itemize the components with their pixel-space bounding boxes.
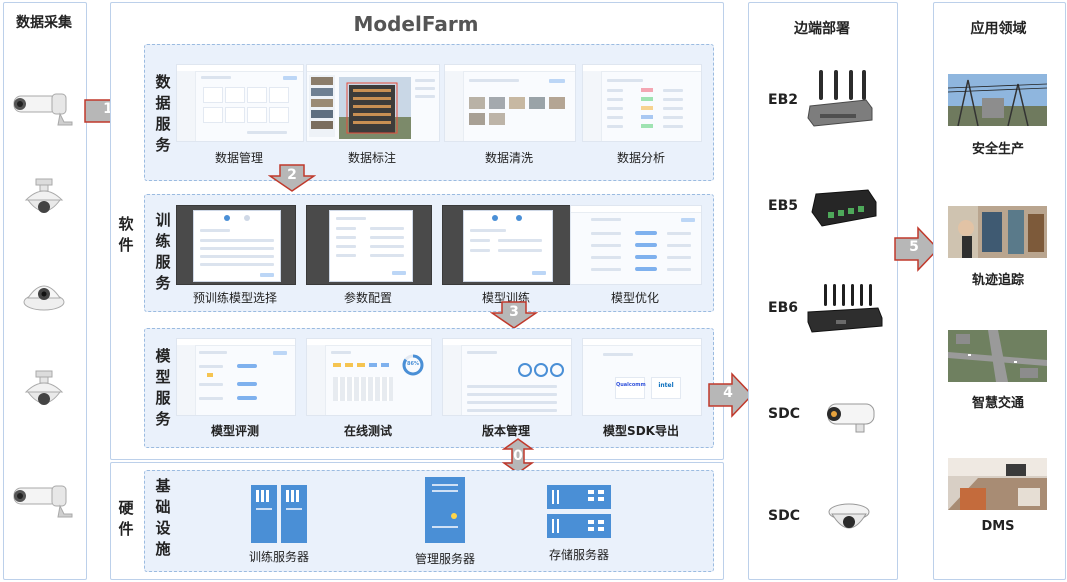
online-test-percent: 86% bbox=[407, 361, 419, 367]
software-label: 软件 bbox=[118, 215, 134, 254]
train-service-item-label: 参数配置 bbox=[343, 291, 392, 305]
application-title: 应用领域 bbox=[970, 21, 1027, 37]
data-collection-title: 数据采集 bbox=[16, 15, 72, 31]
pretrained-model-select-thumbnail[interactable] bbox=[176, 205, 296, 285]
infrastructure-label: 基 础 设 施 bbox=[155, 477, 171, 558]
model-service-label: 模 型 服 务 bbox=[155, 347, 171, 428]
qualcomm-logo: Qualcomm bbox=[616, 382, 646, 388]
edge-device-label: EB6 bbox=[768, 300, 798, 316]
model-service-item-label: 模型SDK导出 bbox=[603, 424, 679, 438]
eb6-device-icon bbox=[807, 284, 883, 333]
data-cleaning-thumbnail[interactable] bbox=[444, 64, 576, 142]
storage-server-icon bbox=[547, 485, 611, 538]
model-service-item-label: 模型评测 bbox=[210, 424, 259, 438]
edge-device-label: SDC bbox=[768, 508, 800, 524]
arrow-number: 3 bbox=[509, 304, 519, 320]
application-label: 智慧交通 bbox=[971, 396, 1024, 411]
model-service-item-label: 版本管理 bbox=[481, 424, 530, 438]
sdc-bullet-camera-icon bbox=[827, 403, 875, 433]
data-management-thumbnail[interactable] bbox=[176, 64, 304, 142]
data-service-label: 数 据 服 务 bbox=[155, 73, 171, 154]
model-service-item-label: 在线测试 bbox=[343, 424, 392, 438]
data-annotation-thumbnail[interactable] bbox=[306, 64, 440, 142]
bullet-camera-icon bbox=[13, 93, 73, 126]
flow-arrow-4: 4 bbox=[708, 372, 754, 418]
arrow-number: 2 bbox=[287, 167, 297, 183]
train-service-item-label: 预训练模型选择 bbox=[192, 291, 277, 305]
version-management-thumbnail[interactable] bbox=[442, 338, 572, 416]
trajectory-tracking-image bbox=[948, 206, 1047, 258]
flow-arrow-3: 3 bbox=[490, 301, 538, 329]
eb2-device-icon bbox=[807, 70, 873, 127]
online-test-thumbnail[interactable]: 86% bbox=[306, 338, 432, 416]
sdc-dome-camera-icon bbox=[828, 503, 870, 529]
hardware-label: 硬件 bbox=[118, 499, 134, 538]
data-service-item-label: 数据管理 bbox=[214, 151, 263, 165]
data-service-item-label: 数据分析 bbox=[616, 151, 665, 165]
dome-camera-icon bbox=[24, 178, 64, 213]
management-server-label: 管理服务器 bbox=[414, 552, 475, 566]
data-service-item-label: 数据标注 bbox=[347, 151, 396, 165]
train-service-item-label: 模型优化 bbox=[610, 291, 659, 305]
edge-device-label: EB2 bbox=[768, 92, 798, 108]
arrow-number: 5 bbox=[909, 239, 919, 255]
intel-logo: intel bbox=[658, 382, 674, 389]
edge-device-label: SDC bbox=[768, 406, 800, 422]
management-server-icon bbox=[425, 477, 465, 543]
storage-server-label: 存储服务器 bbox=[548, 548, 609, 562]
flow-arrow-2: 2 bbox=[268, 164, 316, 192]
edge-deploy-panel bbox=[748, 2, 898, 580]
edge-deploy-title: 边端部署 bbox=[794, 21, 850, 37]
training-server-label: 训练服务器 bbox=[248, 550, 309, 564]
flow-arrow-0: 0 bbox=[502, 438, 534, 474]
smart-traffic-image bbox=[948, 330, 1047, 382]
application-label: DMS bbox=[981, 519, 1015, 534]
eb5-device-icon bbox=[811, 189, 877, 227]
dms-image bbox=[948, 458, 1047, 510]
bullet-camera-icon bbox=[13, 485, 73, 518]
training-server-icon bbox=[251, 485, 307, 543]
edge-device-label: EB5 bbox=[768, 198, 798, 214]
param-config-thumbnail[interactable] bbox=[306, 205, 432, 285]
turret-camera-icon bbox=[23, 285, 65, 311]
model-optimization-thumbnail[interactable] bbox=[570, 205, 702, 285]
data-service-item-label: 数据清洗 bbox=[484, 151, 533, 165]
safety-production-image bbox=[948, 74, 1047, 126]
arrow-number: 4 bbox=[723, 385, 733, 401]
application-label: 轨迹追踪 bbox=[971, 273, 1024, 288]
flow-arrow-5: 5 bbox=[894, 226, 940, 272]
data-analysis-thumbnail[interactable] bbox=[582, 64, 702, 142]
platform-title: ModelFarm bbox=[353, 12, 479, 36]
sdk-export-thumbnail[interactable]: Qualcomm intel bbox=[582, 338, 702, 416]
model-evaluation-thumbnail[interactable] bbox=[176, 338, 296, 416]
train-service-label: 训 练 服 务 bbox=[155, 211, 171, 292]
arrow-number: 0 bbox=[513, 448, 523, 464]
model-training-thumbnail[interactable] bbox=[442, 205, 572, 285]
arrow-number: 1 bbox=[103, 101, 113, 117]
application-label: 安全生产 bbox=[971, 142, 1024, 157]
dome-camera-icon bbox=[24, 370, 64, 405]
